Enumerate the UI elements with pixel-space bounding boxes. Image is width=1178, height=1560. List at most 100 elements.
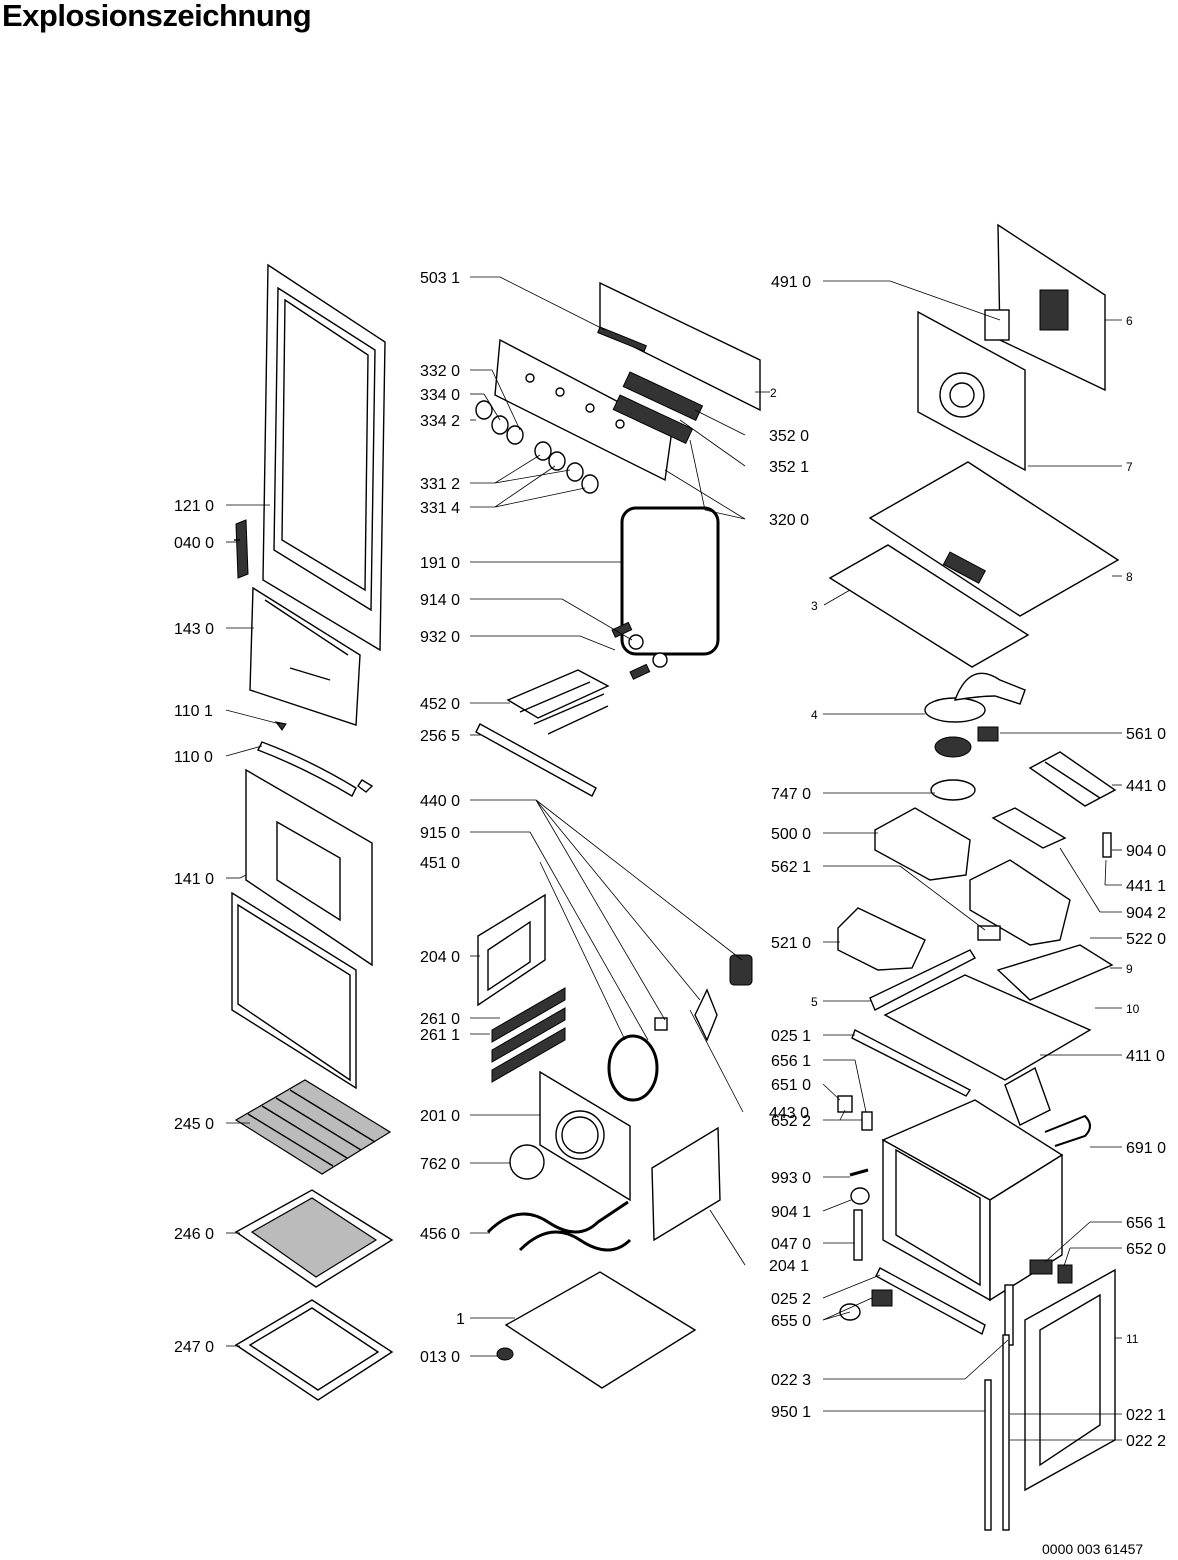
label-047-0: 047 0: [771, 1236, 811, 1253]
label-247-0: 247 0: [174, 1339, 214, 1356]
label-522-0: 522 0: [1126, 931, 1166, 948]
cover-plate-9-part: [996, 944, 1114, 1001]
switch-561-part: [977, 726, 999, 742]
label-261-0: 261 0: [420, 1011, 460, 1028]
label-110-1: 110 1: [174, 703, 213, 720]
door-switch-656-part: [1029, 1259, 1073, 1284]
label-121-0: 121 0: [174, 498, 214, 515]
inner-door-panel-part: [1024, 1268, 1116, 1492]
bracket-562-part: [977, 925, 1001, 941]
label-201-0: 201 0: [420, 1108, 460, 1125]
label-993-0: 993 0: [771, 1170, 811, 1187]
label-441-0: 441 0: [1126, 778, 1166, 795]
label-334-2: 334 2: [420, 413, 460, 430]
label-904-2: 904 2: [1126, 905, 1166, 922]
screw-part: [849, 1168, 869, 1177]
label-334-0: 334 0: [420, 387, 460, 404]
outer-glass-part: [231, 768, 373, 1090]
label-040-0: 040 0: [174, 535, 214, 552]
label-320-0: 320 0: [769, 512, 809, 529]
label-451-0: 451 0: [420, 855, 460, 872]
label-246-0: 246 0: [174, 1226, 214, 1243]
label-500-0: 500 0: [771, 826, 811, 843]
circuit-board-part: [991, 807, 1067, 849]
label-204-0: 204 0: [420, 949, 460, 966]
label-561-0: 561 0: [1126, 726, 1166, 743]
label-503-1: 503 1: [420, 270, 460, 287]
control-knobs-part: [475, 400, 599, 494]
door-frame-part: [262, 263, 386, 652]
bottom-heater-part: [486, 1200, 632, 1252]
bottom-plate-part: [504, 1271, 697, 1389]
power-module-part: [837, 907, 926, 971]
label-7: 7: [1126, 460, 1133, 474]
switch-block-part: [612, 371, 704, 444]
label-022-3: 022 3: [771, 1372, 811, 1389]
fan-cover-part: [539, 1070, 631, 1202]
cover-disc-part: [509, 1144, 545, 1180]
ring-heater-part: [607, 1034, 659, 1102]
label-022-2: 022 2: [1126, 1433, 1166, 1450]
label-443-0: 443 0: [769, 1105, 809, 1122]
baking-tray-part: [234, 1189, 394, 1288]
inner-glass-part: [249, 586, 361, 726]
sensor-904-0-part: [1102, 832, 1112, 858]
tangential-fan-part: [1028, 751, 1117, 807]
side-rails-part: [491, 987, 566, 1083]
label-441-1: 441 1: [1126, 878, 1166, 895]
label-025-2: 025 2: [771, 1291, 811, 1308]
deep-tray-part: [234, 1299, 394, 1401]
back-wall-part: [917, 310, 1026, 472]
label-3: 3: [811, 599, 818, 613]
control-panel-rear-part: [597, 281, 761, 412]
grill-element-part: [506, 669, 610, 735]
side-panel-left-part: [477, 893, 546, 1007]
label-256-5: 256 5: [420, 728, 460, 745]
relay-block-part: [969, 859, 1071, 946]
label-191-0: 191 0: [420, 555, 460, 572]
label-904-0: 904 0: [1126, 843, 1166, 860]
base-plate-10-part: [883, 974, 1092, 1081]
label-651-0: 651 0: [771, 1077, 811, 1094]
label-332-0: 332 0: [420, 363, 460, 380]
label-950-1: 950 1: [771, 1404, 811, 1421]
temperature-probe-part: [1044, 1114, 1091, 1147]
label-691-0: 691 0: [1126, 1140, 1166, 1157]
label-762-0: 762 0: [420, 1156, 460, 1173]
label-652-2: 652 2: [771, 1113, 811, 1130]
lamp-parts: [611, 621, 668, 680]
label-562-1: 562 1: [771, 859, 811, 876]
label-204-1: 204 1: [769, 1258, 809, 1275]
label-11: 11: [1126, 1332, 1139, 1346]
label-022-1: 022 1: [1126, 1407, 1166, 1424]
air-duct-part: [930, 736, 976, 801]
label-521-0: 521 0: [771, 935, 811, 952]
label-652-0: 652 0: [1126, 1241, 1166, 1258]
label-747-0: 747 0: [771, 786, 811, 803]
label-456-0: 456 0: [420, 1226, 460, 1243]
page-title: Explosionszeichnung: [2, 0, 312, 33]
label-141-0: 141 0: [174, 871, 214, 888]
top-panel-part: [868, 461, 1120, 617]
label-656-1-b: 656 1: [1126, 1215, 1166, 1232]
leader-lines: [225, 276, 1122, 1441]
side-strips-part: [984, 1284, 1014, 1531]
cooling-fan-housing-part: [924, 672, 1026, 723]
part-labels: 121 0 040 0 143 0 110 1 110 0 141 0 245 …: [174, 270, 1166, 1450]
label-440-0: 440 0: [420, 793, 460, 810]
side-panel-right-part: [651, 1126, 721, 1242]
label-331-2: 331 2: [420, 476, 460, 493]
door-switch-group: [837, 1095, 873, 1131]
wire-rack-part: [234, 1079, 392, 1175]
label-452-0: 452 0: [420, 696, 460, 713]
handle-strip-part: [257, 741, 374, 797]
label-411-0: 411 0: [1126, 1048, 1165, 1065]
label-110-0: 110 0: [174, 749, 213, 766]
label-143-0: 143 0: [174, 621, 214, 638]
hinge-part: [234, 519, 249, 579]
label-6: 6: [1126, 314, 1133, 328]
label-656-1-a: 656 1: [771, 1053, 811, 1070]
electronics-module-part: [874, 807, 971, 881]
label-932-0: 932 0: [420, 629, 460, 646]
